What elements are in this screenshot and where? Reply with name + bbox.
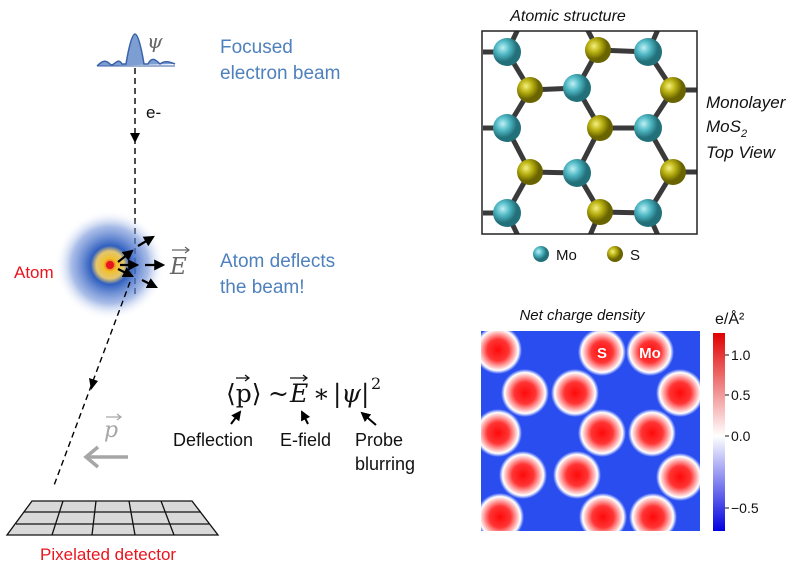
deflection-label: Deflection xyxy=(173,430,253,450)
vector-arrow-icon xyxy=(172,246,190,254)
vector-arrow-icon xyxy=(236,374,250,382)
charge-s-label: S xyxy=(597,345,607,362)
deflected-direction-arrow-icon xyxy=(89,378,98,390)
pixelated-detector xyxy=(5,500,220,536)
vector-arrow-icon xyxy=(290,374,308,382)
equation-psi: |ψ| xyxy=(333,379,369,409)
side-label-line1: Monolayer xyxy=(706,93,787,112)
colorbar-tick-label: 0.0 xyxy=(731,428,751,444)
mo-atoms xyxy=(493,38,662,227)
probe-label-line1: Probe xyxy=(355,430,403,450)
charge-title: Net charge density xyxy=(519,307,646,324)
vector-arrow-icon xyxy=(106,413,122,421)
side-label-line2: MoS2 xyxy=(706,117,747,140)
atom-label: Atom xyxy=(14,263,54,282)
colorbar-unit: e/Å² xyxy=(715,309,745,328)
momentum-arrow-icon xyxy=(83,445,128,469)
charge-mo-label: Mo xyxy=(639,345,661,362)
mo-legend-icon xyxy=(533,246,549,262)
equation: ⟨p⟩ ~ E ∗ |ψ| 2 xyxy=(226,374,381,409)
deflect-caption-line1: Atom deflects xyxy=(220,251,335,272)
equation-p: ⟨p⟩ xyxy=(226,379,262,408)
colorbar-tick-label: 1.0 xyxy=(731,347,751,363)
probe-label-line2: blurring xyxy=(355,454,415,474)
atomic-structure-panel xyxy=(483,31,697,234)
equation-star: ∗ xyxy=(313,379,330,408)
focused-beam-label-line1: Focused xyxy=(220,37,293,58)
equation-E: E xyxy=(289,379,308,408)
deflect-caption-line2: the beam! xyxy=(220,277,305,298)
charge-density-map xyxy=(481,331,700,531)
deflected-beam-path xyxy=(52,281,131,489)
atom-nucleus xyxy=(106,261,114,269)
s-legend-label: S xyxy=(630,247,640,264)
equation-pointer-arrows xyxy=(230,410,377,426)
detector-label: Pixelated detector xyxy=(40,545,176,564)
probe-wavefunction xyxy=(96,33,176,67)
charge-peaks xyxy=(481,331,700,531)
structure-title: Atomic structure xyxy=(509,8,626,25)
focused-beam-label-line2: electron beam xyxy=(220,63,340,84)
beam-direction-arrow-icon xyxy=(130,133,140,143)
colorbar-tick-label: 0.5 xyxy=(731,387,751,403)
psi-label: ψ xyxy=(147,29,163,53)
equation-sim: ~ xyxy=(268,379,289,408)
side-label-line3: Top View xyxy=(706,143,777,162)
structure-frame xyxy=(481,30,698,235)
efield-arrows xyxy=(117,235,166,288)
efield-label: E xyxy=(169,254,187,280)
s-atoms xyxy=(517,37,686,225)
colorbar-ticks xyxy=(725,354,729,509)
colorbar xyxy=(713,333,725,531)
equation-square: 2 xyxy=(371,374,381,393)
s-legend-icon xyxy=(607,246,623,262)
colorbar-tick-label: −0.5 xyxy=(731,500,759,516)
momentum-label: p xyxy=(104,418,118,443)
mo-legend-label: Mo xyxy=(556,247,577,264)
electron-label: e- xyxy=(146,103,161,122)
structure-legend: Mo S xyxy=(533,246,640,264)
efield-term-label: E-field xyxy=(280,430,331,450)
